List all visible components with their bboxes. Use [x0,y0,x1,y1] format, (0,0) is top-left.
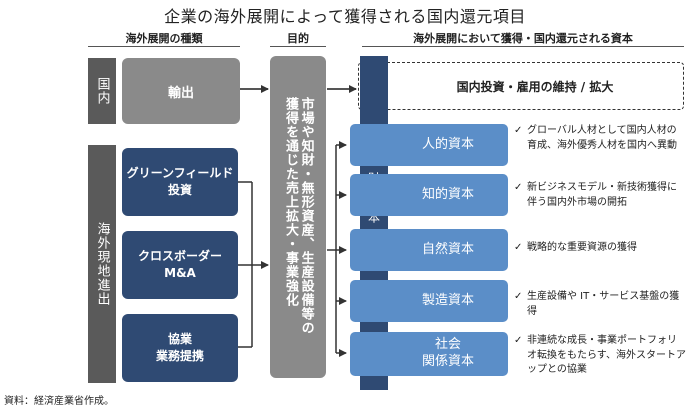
source-note: 資料：経済産業省作成。 [4,396,114,407]
header-purpose-underline [270,46,326,47]
header-types-underline [88,46,240,47]
manufactured-capital-desc-text: 生産設備や IT・サービス基盤の獲得 [527,291,680,317]
intellectual-capital-label: 知的資本 [421,186,474,202]
ma-line1: クロスボーダー [137,249,222,264]
check-icon: ✓ [514,182,523,193]
social-relationship-capital-box: 社会 関係資本 [350,332,508,376]
alliance-line2: 業務提携 [155,349,204,363]
alliance-line1: 協業 [167,332,192,347]
check-icon: ✓ [514,291,523,302]
natural-capital-label: 自然資本 [421,241,474,257]
natural-capital-desc-text: 戦略的な重要資源の獲得 [527,242,637,253]
manufactured-capital-box: 製造資本 [350,280,508,322]
export-text: 輸出 [167,85,194,101]
intellectual-capital-box: 知的資本 [350,174,508,216]
greenfield-line2: 投資 [167,183,192,197]
check-icon: ✓ [514,125,523,136]
natural-capital-description: ✓ 戦略的な重要資源の獲得 [514,241,686,256]
header-types: 海外展開の種類 [125,32,203,45]
social-capital-desc-text: 非連続な成長・事業ポートフォリオ転換をもたらす、海外スタートアップとの協業 [527,335,686,375]
manufactured-capital-label: 製造資本 [421,292,474,308]
social-capital-line1: 社会 [434,337,461,353]
human-capital-description: ✓ グローバル人材として国内人材の育成、海外優秀人材を国内へ異動 [514,124,686,153]
export-box: 輸出 [122,58,240,124]
ma-line2: M&A [164,266,196,280]
header-purpose: 目的 [287,32,309,45]
domestic-label: 国内 [88,58,116,124]
purpose-text: 市場や知財・無形資産、生産設備等の獲得を通じた売上拡大・事業強化 [283,97,314,335]
social-capital-description: ✓ 非連続な成長・事業ポートフォリオ転換をもたらす、海外スタートアップとの協業 [514,334,686,378]
manufactured-capital-description: ✓ 生産設備や IT・サービス基盤の獲得 [514,290,686,319]
domestic-outcome-box: 国内投資・雇用の維持 / 拡大 [358,62,684,110]
purpose-box: 市場や知財・無形資産、生産設備等の獲得を通じた売上拡大・事業強化 [270,56,326,378]
greenfield-investment-box: グリーンフィールド 投資 [122,148,238,216]
human-capital-label: 人的資本 [421,136,474,152]
header-capitals-underline [362,46,684,47]
business-alliance-box: 協業 業務提携 [122,314,238,382]
greenfield-line1: グリーンフィールド [126,166,234,181]
header-capitals: 海外展開において獲得・国内還元される資本 [413,32,633,45]
intellectual-capital-desc-text: 新ビジネスモデル・新技術獲得に伴う国内外市場の開拓 [527,182,677,208]
overseas-label-text: 海外現地進出 [94,222,110,306]
human-capital-desc-text: グローバル人材として国内人材の育成、海外優秀人材を国内へ異動 [527,125,677,151]
check-icon: ✓ [514,242,523,253]
natural-capital-box: 自然資本 [350,229,508,271]
intellectual-capital-description: ✓ 新ビジネスモデル・新技術獲得に伴う国内外市場の開拓 [514,181,686,210]
cross-border-ma-box: クロスボーダー M&A [122,231,238,299]
check-icon: ✓ [514,335,523,346]
domestic-label-text: 国内 [94,77,110,105]
social-capital-line2: 関係資本 [421,354,474,369]
domestic-outcome-text: 国内投資・雇用の維持 / 拡大 [456,80,614,94]
overseas-label: 海外現地進出 [88,145,116,383]
human-capital-box: 人的資本 [350,124,508,166]
diagram-title: 企業の海外展開によって獲得される国内還元項目 [164,7,526,26]
